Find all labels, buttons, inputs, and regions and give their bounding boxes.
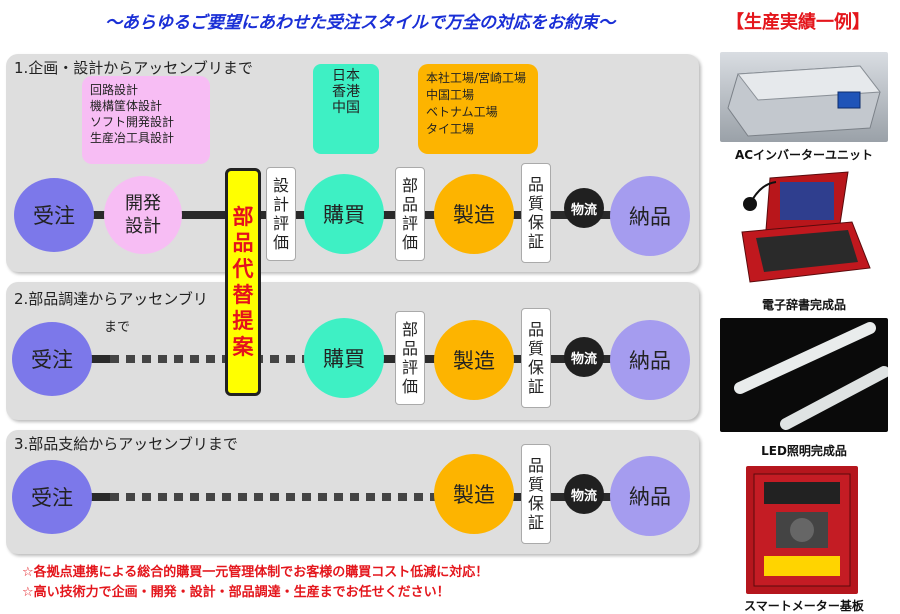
electronic-dictionary-image	[720, 164, 888, 290]
ac-inverter-image	[720, 52, 888, 142]
quality-char: 質	[527, 475, 544, 494]
footer-line-2: ☆高い技術力で企画・開発・設計・部品調達・生産までお任せください！	[22, 585, 450, 600]
purchase-node: 購買	[304, 318, 384, 398]
quality-char: 証	[527, 377, 544, 396]
quality-char: 証	[527, 513, 544, 532]
parts-eval-char: 品	[401, 339, 418, 358]
dev-design-node: 開発 設計	[104, 176, 182, 254]
led-lighting-image	[720, 318, 890, 432]
manufacture-node: 製造	[434, 174, 514, 254]
factories-box: 本社工場/宮崎工場 中国工場 ベトナム工場 タイ工場	[418, 64, 538, 154]
parts-eval-char: 部	[401, 320, 418, 339]
design-service-item: 回路設計	[90, 83, 139, 97]
quality-char: 質	[527, 194, 544, 213]
factory-item: 本社工場/宮崎工場	[426, 71, 527, 85]
flow-dots-3	[110, 493, 440, 501]
quality-char: 品	[527, 175, 544, 194]
example-caption: スマートメーター基板	[744, 599, 864, 613]
order-node: 受注	[14, 178, 94, 252]
parts-substitution-char: 替	[232, 283, 254, 307]
manufacture-node: 製造	[434, 320, 514, 400]
logistics-node: 物流	[564, 474, 604, 514]
parts-eval-char: 評	[401, 358, 418, 377]
panel-3-label: 3.部品支給からアッセンブリまで	[14, 435, 238, 453]
parts-eval-char: 評	[401, 214, 418, 233]
parts-substitution-char: 品	[232, 231, 254, 255]
logistics-node: 物流	[564, 337, 604, 377]
design-eval-char: 評	[272, 214, 289, 233]
ac-inverter-illustration	[727, 65, 881, 137]
purchase-location: 日本	[332, 68, 360, 84]
delivery-node: 納品	[610, 456, 690, 536]
parts-eval-box: 部 品 評 価	[395, 311, 425, 405]
quality-char: 保	[527, 358, 544, 377]
order-node: 受注	[12, 322, 92, 396]
panel-2-label: 2.部品調達からアッセンブリ	[14, 290, 208, 308]
panel-1-label: 1.企画・設計からアッセンブリまで	[14, 59, 253, 77]
parts-eval-char: 価	[401, 233, 418, 252]
delivery-node: 納品	[610, 320, 690, 400]
logistics-node: 物流	[564, 188, 604, 228]
example-caption: LED照明完成品	[761, 444, 847, 458]
led-lighting-illustration	[734, 322, 890, 430]
parts-substitution-char: 案	[232, 335, 254, 359]
page-title: ～あらゆるご要望にあわせた受注スタイルで万全の対応をお約束～	[105, 13, 615, 33]
example-caption: ACインバーターユニット	[734, 148, 874, 162]
quality-box: 品 質 保 証	[521, 444, 551, 544]
parts-substitution-char: 部	[232, 205, 254, 229]
design-service-item: ソフト開発設計	[90, 115, 175, 129]
parts-eval-char: 価	[401, 377, 418, 396]
panel-2-label-cont: まで	[104, 320, 131, 335]
design-eval-char: 設	[272, 176, 289, 195]
factory-item: ベトナム工場	[426, 105, 498, 119]
manufacture-node: 製造	[434, 454, 514, 534]
design-service-item: 生産冶工具設計	[90, 131, 175, 145]
quality-char: 質	[527, 339, 544, 358]
quality-char: 品	[527, 456, 544, 475]
factory-item: タイ工場	[426, 122, 475, 136]
purchase-location: 香港	[332, 84, 360, 100]
smart-meter-board-illustration	[753, 473, 851, 587]
order-node: 受注	[12, 460, 92, 534]
quality-char: 保	[527, 213, 544, 232]
footer-line-1: ☆各拠点連携による総合的購買一元管理体制でお客様の購買コスト低減に対応！	[22, 565, 489, 580]
design-label: 設計	[125, 216, 161, 237]
parts-substitution-char: 提	[232, 309, 254, 333]
parts-eval-char: 品	[401, 195, 418, 214]
purchase-location: 中国	[332, 100, 360, 116]
quality-char: 保	[527, 494, 544, 513]
purchase-node: 購買	[304, 174, 384, 254]
quality-box: 品 質 保 証	[521, 308, 551, 408]
examples-title: 【生産実績一例】	[726, 12, 870, 33]
purchase-locations-box: 日本 香港 中国	[313, 64, 379, 154]
delivery-node: 納品	[610, 176, 690, 256]
smart-meter-board-image	[746, 466, 858, 594]
parts-substitution-box: 部 品 代 替 提 案	[225, 168, 261, 396]
design-service-item: 機構筐体設計	[90, 99, 163, 113]
design-eval-char: 価	[272, 233, 289, 252]
design-services-box: 回路設計 機構筐体設計 ソフト開発設計 生産冶工具設計	[82, 76, 210, 164]
factory-item: 中国工場	[426, 88, 475, 102]
electronic-dictionary-illustration	[741, 171, 871, 283]
parts-eval-char: 部	[401, 176, 418, 195]
quality-char: 品	[527, 320, 544, 339]
dev-label: 開発	[125, 193, 161, 214]
quality-char: 証	[527, 232, 544, 251]
example-caption: 電子辞書完成品	[761, 298, 846, 312]
design-eval-char: 計	[272, 195, 289, 214]
parts-substitution-char: 代	[232, 257, 254, 281]
quality-box: 品 質 保 証	[521, 163, 551, 263]
design-eval-box: 設 計 評 価	[266, 167, 296, 261]
parts-eval-box: 部 品 評 価	[395, 167, 425, 261]
flow-dots-2	[110, 355, 310, 363]
